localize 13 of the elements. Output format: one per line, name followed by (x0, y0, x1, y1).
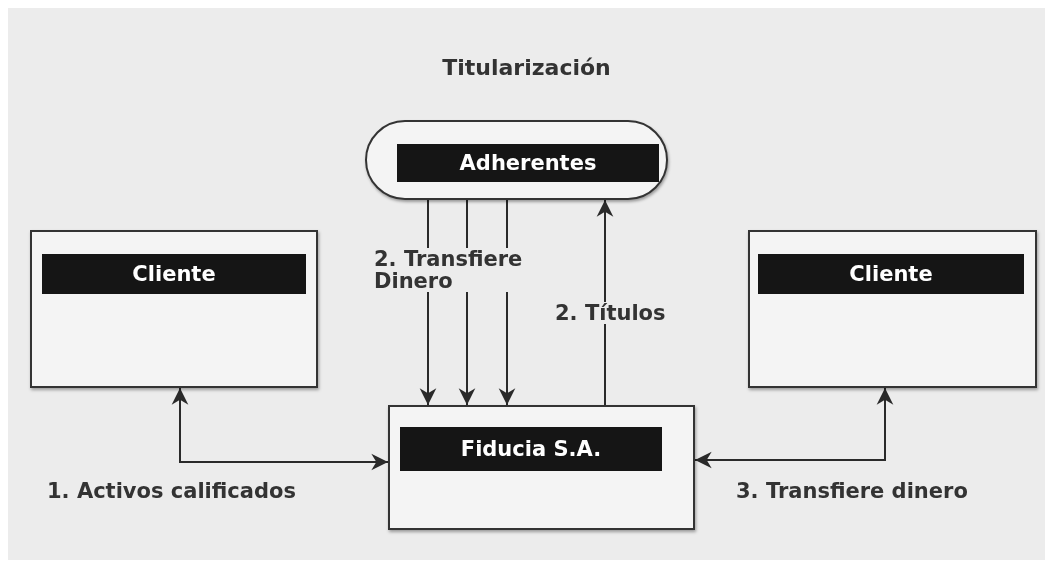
node-label: Cliente (758, 254, 1024, 294)
process-box (748, 230, 1037, 388)
arrow (694, 387, 894, 469)
process-box (30, 230, 318, 388)
arrow (596, 199, 614, 406)
node-label: Cliente (42, 254, 306, 294)
rounded-box (365, 120, 668, 200)
edge-label: 2. Títulos (553, 302, 668, 324)
node-label: Adherentes (397, 144, 659, 182)
process-box (388, 405, 695, 530)
diagram-title: Titularización (441, 55, 612, 80)
arrow (171, 387, 389, 471)
node-label: Fiducia S.A. (400, 427, 662, 471)
